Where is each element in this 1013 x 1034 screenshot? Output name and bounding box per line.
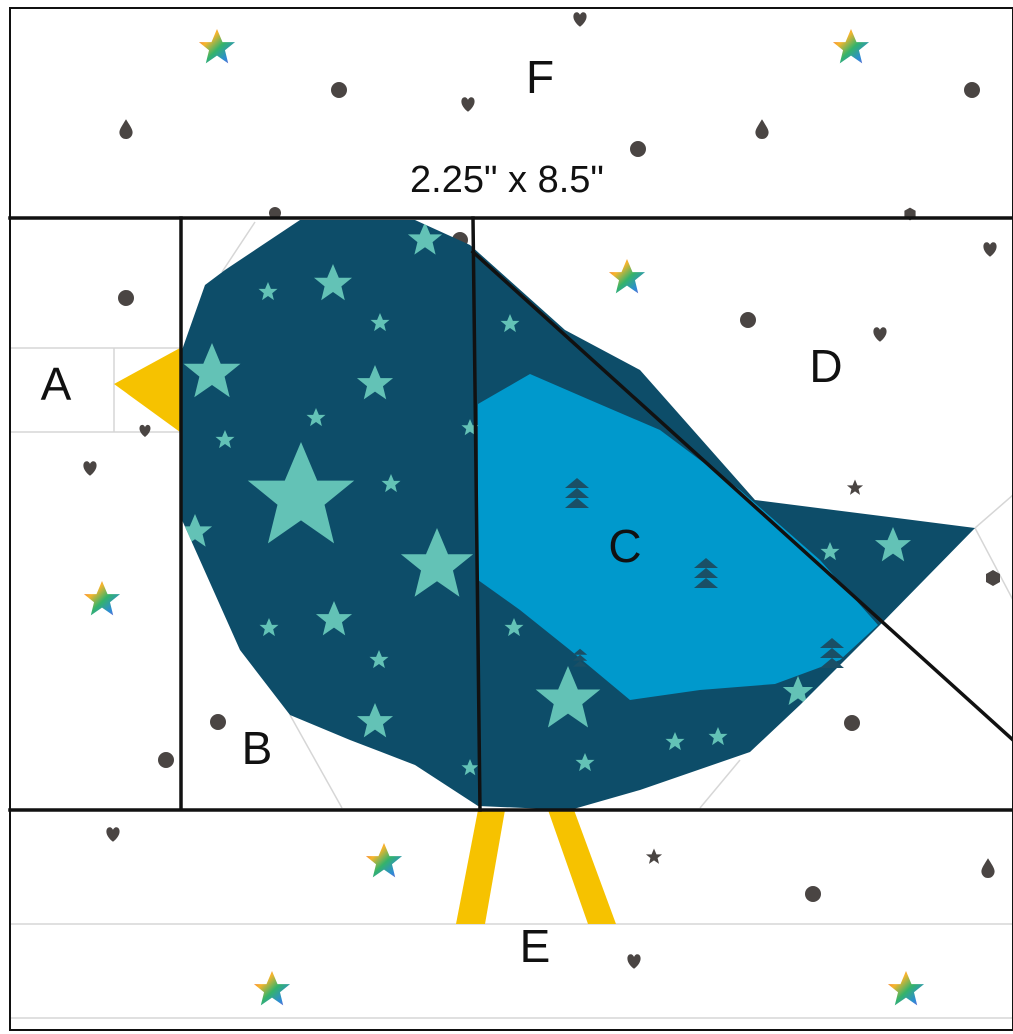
bird-body	[182, 220, 975, 810]
dot-icon	[630, 141, 646, 157]
section-labels: F A D C B E 2.25" x 8.5"	[41, 51, 843, 972]
section-label-e: E	[520, 920, 551, 972]
block-border	[9, 7, 1013, 1031]
dot-icon	[740, 312, 756, 328]
dot-icon	[118, 290, 134, 306]
section-label-b: B	[242, 722, 273, 774]
seam-center	[471, 216, 482, 812]
seam-diagonal	[470, 249, 1013, 743]
bird-wing	[478, 374, 878, 700]
bird-leg-right	[548, 810, 616, 924]
dimension-label: 2.25" x 8.5"	[410, 159, 604, 201]
dot-icon	[964, 82, 980, 98]
seam-lines	[8, 216, 1013, 812]
dot-icon	[805, 886, 821, 902]
section-label-d: D	[809, 340, 842, 392]
section-label-a: A	[41, 358, 72, 410]
bird-leg-left	[456, 810, 505, 924]
dot-icon	[158, 752, 174, 768]
bird-legs	[456, 810, 616, 924]
dot-icon	[269, 207, 281, 219]
bird-beak	[114, 348, 180, 432]
dot-icon	[210, 714, 226, 730]
dot-icon	[331, 82, 347, 98]
dot-icon	[844, 715, 860, 731]
guide-lines	[10, 221, 1013, 1019]
section-label-c: C	[608, 520, 641, 572]
section-label-f: F	[526, 51, 554, 103]
